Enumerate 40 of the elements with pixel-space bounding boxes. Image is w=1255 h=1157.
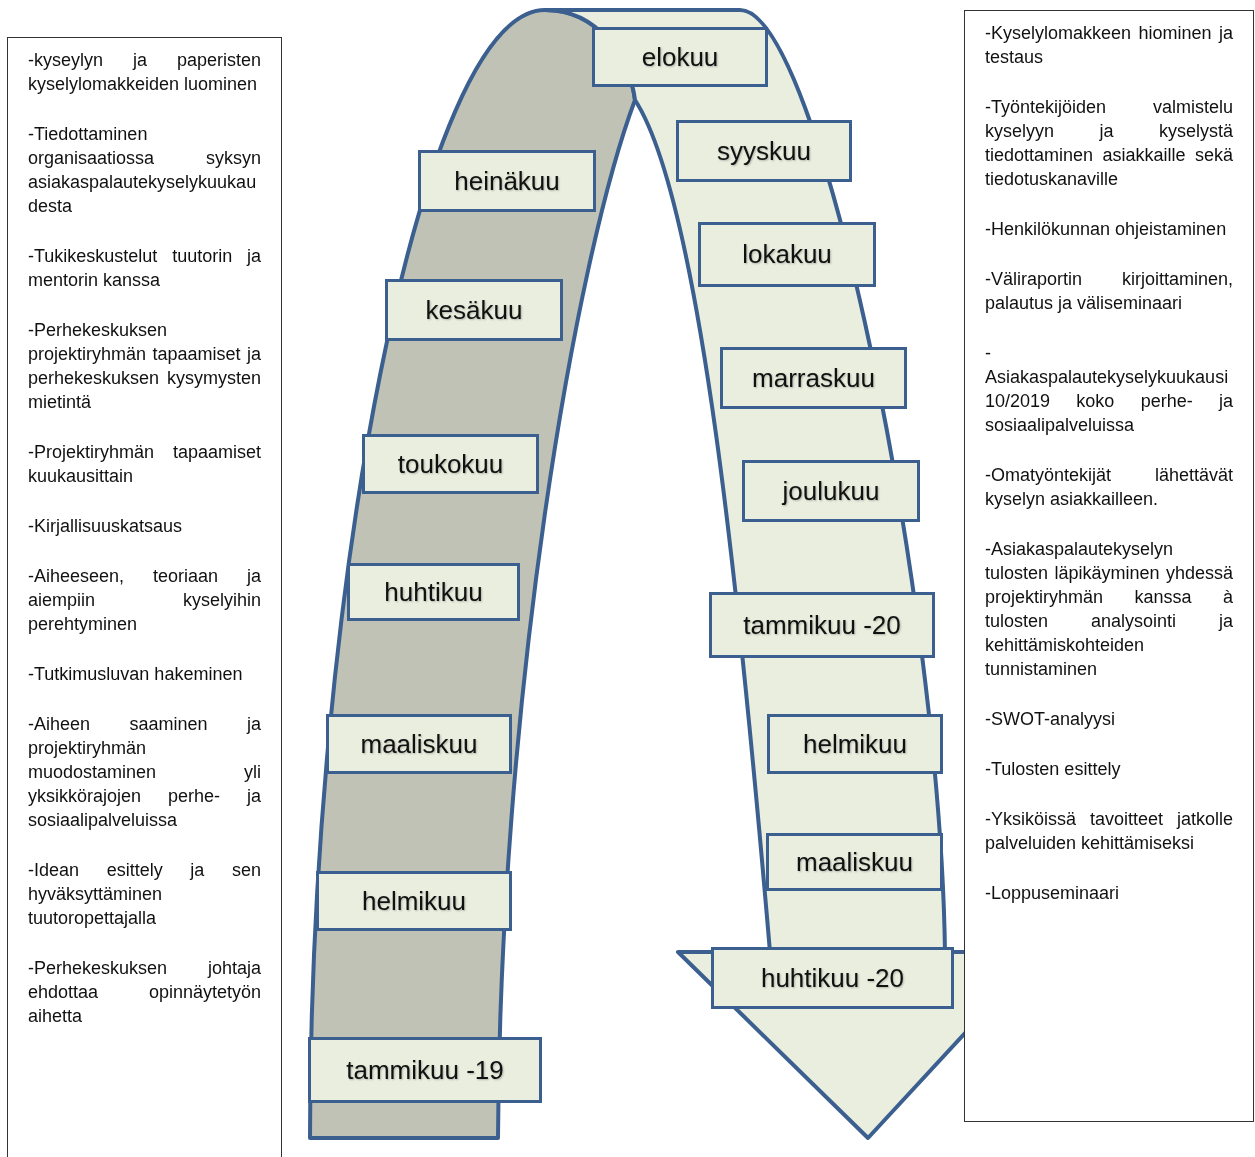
activity-text: -Idean esittely ja sen hyväksyttäminen tuutoropettajalla	[28, 859, 261, 930]
activity-text: -Työntekijöiden valmistelu kyselyyn ja kyselystä tiedottaminen asiakkaille sekä tiedotuskanaville	[985, 96, 1233, 191]
activity-panel	[7, 37, 282, 1157]
month-box: syyskuu	[676, 120, 852, 182]
activity-text: -Omatyöntekijät lähettävät kyselyn asiakkailleen.	[985, 464, 1233, 511]
activity-panel	[964, 10, 1254, 1122]
activity-text: -kyseylyn ja paperisten kyselylomakkeiden luominen	[28, 49, 261, 96]
month-box: marraskuu	[720, 347, 907, 409]
month-box: tammikuu -20	[709, 592, 935, 658]
month-box: huhtikuu	[347, 563, 520, 621]
month-box: huhtikuu -20	[711, 947, 954, 1009]
month-box: joulukuu	[742, 460, 920, 522]
month-box: maaliskuu	[766, 833, 943, 891]
month-box: elokuu	[592, 27, 768, 87]
activity-text: -Asiakaspalautekyselyn tulosten läpikäyminen yhdessä projektiryhmän kanssa à tulosten analysointi ja kehittämiskohteiden tunnistaminen	[985, 538, 1233, 681]
month-box: heinäkuu	[418, 150, 596, 212]
month-box: tammikuu -19	[308, 1037, 542, 1103]
month-box: kesäkuu	[385, 279, 563, 341]
activity-text: -Kyselylomakkeen hiominen ja testaus	[985, 22, 1233, 69]
activity-text: -Henkilökunnan ohjeistaminen	[985, 218, 1228, 241]
activity-text: -Aiheen saaminen ja projektiryhmän muodostaminen yli yksikkörajojen perhe- ja sosiaalipalveluissa	[28, 713, 261, 832]
activity-text: -Projektiryhmän tapaamiset kuukausittain	[28, 441, 261, 488]
activity-text: -Aiheeseen, teoriaan ja aiempiin kyselyihin perehtyminen	[28, 565, 261, 636]
activity-text: -Tutkimusluvan hakeminen	[28, 663, 244, 686]
month-box: helmikuu	[316, 871, 512, 931]
activity-text: -Perhekeskuksen projektiryhmän tapaamiset ja perhekeskuksen kysymysten mietintä	[28, 319, 261, 414]
month-box: helmikuu	[767, 714, 943, 774]
activity-text: -Tiedottaminen organisaatiossa syksyn asiakaspalautekyselykuukaudesta	[28, 123, 261, 218]
month-box: lokakuu	[698, 222, 876, 287]
activity-text: -Asiakaspalautekyselykuukausi 10/2019 koko perhe- ja sosiaalipalveluissa	[985, 342, 1233, 437]
activity-text: -Loppuseminaari	[985, 882, 1121, 905]
month-box: toukokuu	[362, 434, 539, 494]
activity-text: -Perhekeskuksen johtaja ehdottaa opinnäytetyön aihetta	[28, 957, 261, 1028]
activity-text: -Kirjallisuuskatsaus	[28, 515, 184, 538]
activity-text: -SWOT-analyysi	[985, 708, 1117, 731]
activity-text: -Väliraportin kirjoittaminen, palautus ja väliseminaari	[985, 268, 1233, 315]
activity-text: -Tulosten esittely	[985, 758, 1122, 781]
month-box: maaliskuu	[326, 714, 512, 774]
activity-text: -Yksiköissä tavoitteet jatkolle palveluiden kehittämiseksi	[985, 808, 1233, 855]
activity-text: -Tukikeskustelut tuutorin ja mentorin kanssa	[28, 245, 261, 292]
